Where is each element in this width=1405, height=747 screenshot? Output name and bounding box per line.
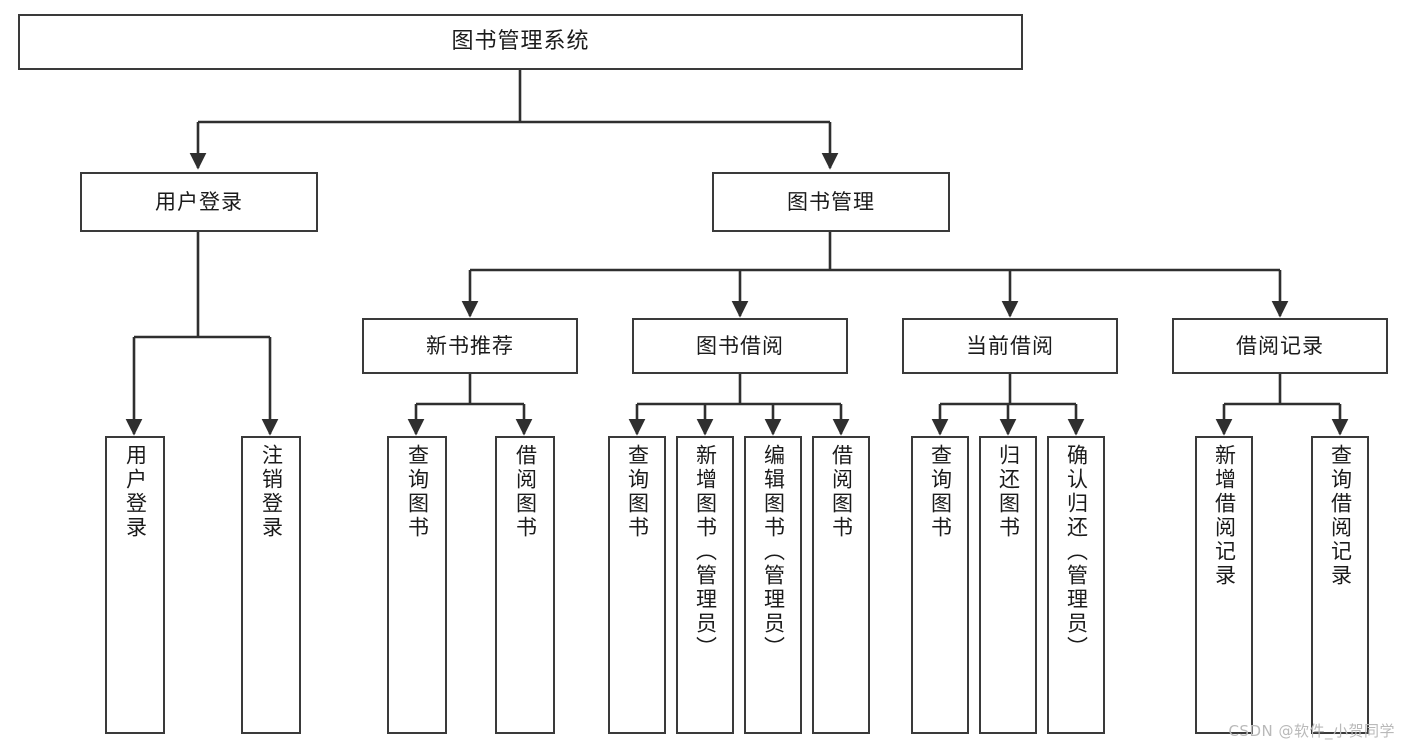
leaf-user-login-logout[interactable]: 注销登录 <box>241 436 301 734</box>
node-label: 借阅图书 <box>513 444 538 540</box>
node-label: 编辑图书（管理员） <box>761 444 786 660</box>
leaf-current-return-book[interactable]: 归还图书 <box>979 436 1037 734</box>
leaf-current-query-book[interactable]: 查询图书 <box>911 436 969 734</box>
node-new-book-recommend[interactable]: 新书推荐 <box>362 318 578 374</box>
node-label: 注销登录 <box>259 444 284 540</box>
node-label: 当前借阅 <box>966 333 1054 358</box>
node-label: 查询图书 <box>405 444 430 540</box>
leaf-record-query-record[interactable]: 查询借阅记录 <box>1311 436 1369 734</box>
csdn-watermark: CSDN @软件_小贺同学 <box>1228 722 1395 740</box>
leaf-borrow-query-book[interactable]: 查询图书 <box>608 436 666 734</box>
leaf-user-login-login[interactable]: 用户登录 <box>105 436 165 734</box>
leaf-current-confirm-return-admin[interactable]: 确认归还（管理员） <box>1047 436 1105 734</box>
node-current-borrow[interactable]: 当前借阅 <box>902 318 1118 374</box>
node-label: 归还图书 <box>996 444 1021 540</box>
leaf-record-add-record[interactable]: 新增借阅记录 <box>1195 436 1253 734</box>
leaf-recommend-query-book[interactable]: 查询图书 <box>387 436 447 734</box>
leaf-recommend-borrow-book[interactable]: 借阅图书 <box>495 436 555 734</box>
node-root-system[interactable]: 图书管理系统 <box>18 14 1023 70</box>
node-label: 用户登录 <box>123 444 148 540</box>
leaf-borrow-borrow-book[interactable]: 借阅图书 <box>812 436 870 734</box>
node-label: 新增图书（管理员） <box>693 444 718 660</box>
node-label: 图书借阅 <box>696 333 784 358</box>
node-label: 图书管理系统 <box>451 29 590 55</box>
node-label: 查询图书 <box>625 444 650 540</box>
node-borrow-record[interactable]: 借阅记录 <box>1172 318 1388 374</box>
node-label: 新增借阅记录 <box>1212 444 1237 588</box>
node-label: 图书管理 <box>787 189 875 214</box>
node-label: 查询图书 <box>928 444 953 540</box>
node-user-login[interactable]: 用户登录 <box>80 172 318 232</box>
node-book-borrow[interactable]: 图书借阅 <box>632 318 848 374</box>
leaf-borrow-edit-book-admin[interactable]: 编辑图书（管理员） <box>744 436 802 734</box>
node-label: 确认归还（管理员） <box>1064 444 1089 660</box>
node-label: 新书推荐 <box>426 333 514 358</box>
node-label: 查询借阅记录 <box>1328 444 1353 588</box>
node-book-management[interactable]: 图书管理 <box>712 172 950 232</box>
node-label: 用户登录 <box>155 189 243 214</box>
leaf-borrow-add-book-admin[interactable]: 新增图书（管理员） <box>676 436 734 734</box>
node-label: 借阅图书 <box>829 444 854 540</box>
node-label: 借阅记录 <box>1236 333 1324 358</box>
